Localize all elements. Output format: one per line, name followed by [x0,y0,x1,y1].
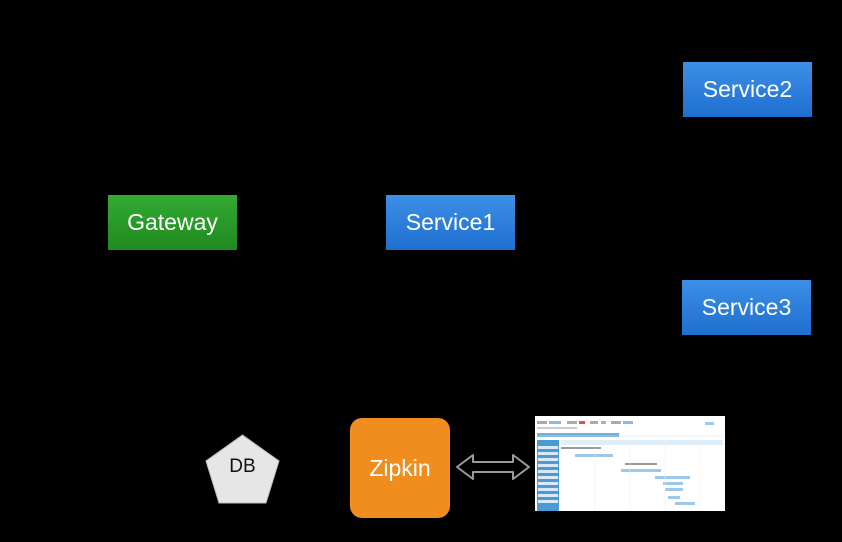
service1-node: Service1 [386,195,515,250]
service3-label: Service3 [701,294,792,320]
zipkin-ui-screenshot-thumbnail [535,416,725,511]
zipkin-label: Zipkin [369,454,431,481]
service3-node: Service3 [682,280,811,335]
gateway-node: Gateway [108,195,237,250]
service2-node: Service2 [683,62,812,117]
zipkin-node: Zipkin [350,418,450,518]
gateway-label: Gateway [127,209,218,235]
db-label: DB [229,456,256,477]
service1-label: Service1 [405,209,496,235]
db-pentagon-shape [205,434,280,504]
double-arrow-icon [456,454,530,480]
service2-label: Service2 [702,76,793,102]
